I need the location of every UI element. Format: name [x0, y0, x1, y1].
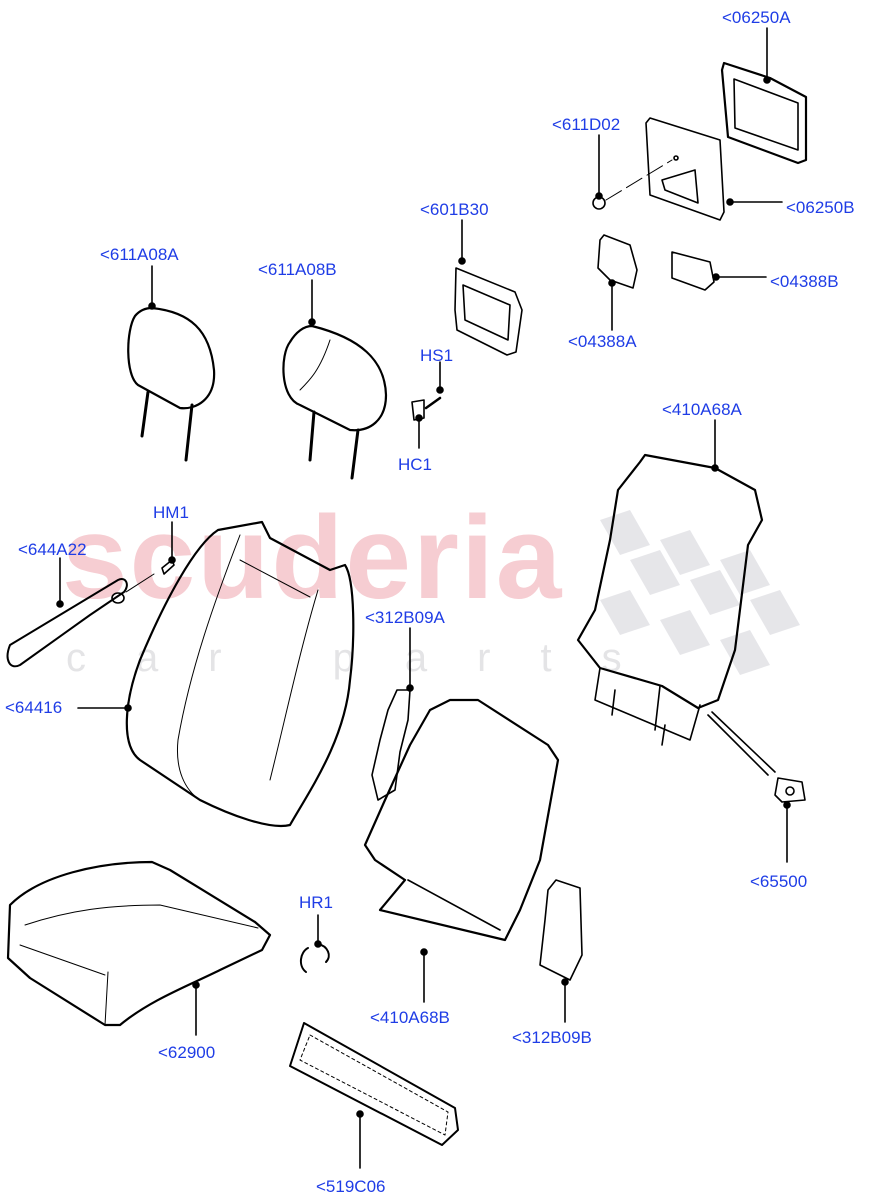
callout-62900[interactable]: <62900 [158, 1043, 216, 1062]
headrest-clip-part [411, 399, 425, 421]
callout-312B09A[interactable]: <312B09A [365, 608, 445, 627]
callout-04388B[interactable]: <04388B [770, 272, 839, 291]
callout-410A68B[interactable]: <410A68B [370, 1008, 450, 1027]
callout-519C06[interactable]: <519C06 [316, 1177, 386, 1196]
callout-64416[interactable]: <64416 [5, 698, 63, 717]
callout-06250A[interactable]: <06250A [722, 8, 791, 27]
trim-cover-clip-part [597, 234, 638, 289]
ventilation-mesh-part [289, 1022, 459, 1146]
callout-65500[interactable]: <65500 [750, 872, 808, 891]
callout-644A22[interactable]: <644A22 [18, 540, 87, 559]
backrest-cover-part [125, 520, 355, 828]
hog-ring-part [300, 943, 330, 973]
callout-HM1[interactable]: HM1 [153, 503, 189, 522]
mounting-bolt-part [161, 559, 175, 575]
callout-04388A[interactable]: <04388A [568, 332, 637, 351]
callout-601B30[interactable]: <601B30 [420, 200, 489, 219]
callout-HC1[interactable]: HC1 [398, 455, 433, 474]
callout-611A08B[interactable]: <611A08B [258, 260, 337, 279]
seat-cushion-cover-part [6, 860, 272, 1027]
callout-HR1[interactable]: HR1 [299, 893, 334, 912]
callout-06250B[interactable]: <06250B [786, 198, 855, 217]
side-trim-right-part [539, 879, 583, 981]
watermark-brand: scuderia [62, 492, 564, 624]
side-trim-left-part [371, 689, 411, 801]
watermark-subtitle: car parts [66, 636, 672, 680]
headrest-plain-part [127, 306, 216, 462]
retaining-clip-part [671, 251, 715, 291]
callout-611D02[interactable]: <611D02 [552, 115, 621, 134]
rear-display-panel-part [645, 117, 725, 221]
headrest-guide-bezel-part [454, 267, 523, 356]
switch-module-part [774, 777, 806, 803]
armrest-part [6, 578, 128, 668]
callout-HS1[interactable]: HS1 [420, 346, 454, 365]
callout-611A08A[interactable]: <611A08A [100, 245, 179, 264]
display-frame-part [720, 61, 808, 165]
backrest-frame-panel-part [576, 453, 764, 746]
backrest-rear-panel-part [363, 698, 560, 942]
callout-312B09B[interactable]: <312B09B [512, 1028, 592, 1047]
headrest-contoured-part [282, 324, 388, 480]
callout-410A68A[interactable]: <410A68A [662, 400, 742, 419]
